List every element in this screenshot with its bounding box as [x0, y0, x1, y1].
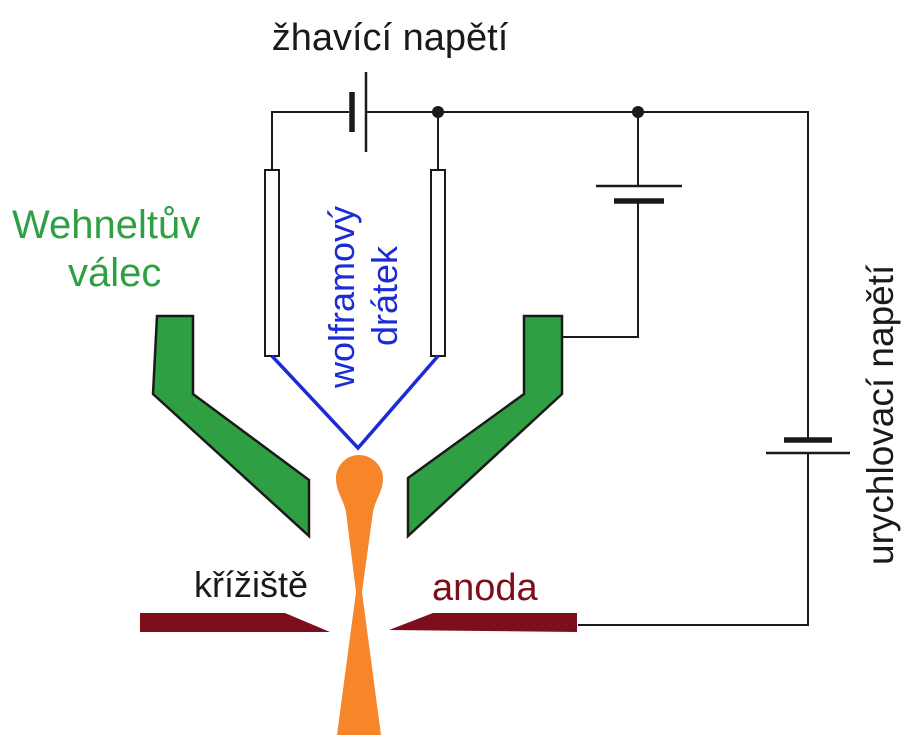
wire-top-left: [271, 111, 349, 170]
tungsten-filament: [270, 354, 440, 451]
filament-label-line1: wolframový: [321, 206, 362, 389]
wehnelt-right-electrode: [406, 314, 564, 539]
crossover-label: křížiště: [194, 564, 308, 605]
wire-bias-to-wehnelt: [562, 201, 639, 338]
wehnelt-left-electrode: [151, 314, 311, 539]
wire-top-right: [366, 111, 809, 440]
anode-left-plate: [140, 613, 330, 632]
filament-holder-right: [430, 169, 446, 357]
electron-beam: [336, 455, 383, 735]
filament-holder-left: [264, 169, 280, 357]
wehnelt-label-line1: Wehneltův: [12, 203, 200, 247]
anode-right-plate: [389, 613, 577, 632]
wehnelt-label-line2: válec: [68, 251, 161, 295]
anode-label: anoda: [432, 567, 539, 609]
filament-label-line2: drátek: [364, 245, 405, 346]
wire-accel-to-anode: [578, 453, 809, 626]
heating-voltage-label: žhavící napětí: [272, 17, 509, 59]
accelerating-voltage-label: urychlovací napětí: [860, 264, 901, 565]
